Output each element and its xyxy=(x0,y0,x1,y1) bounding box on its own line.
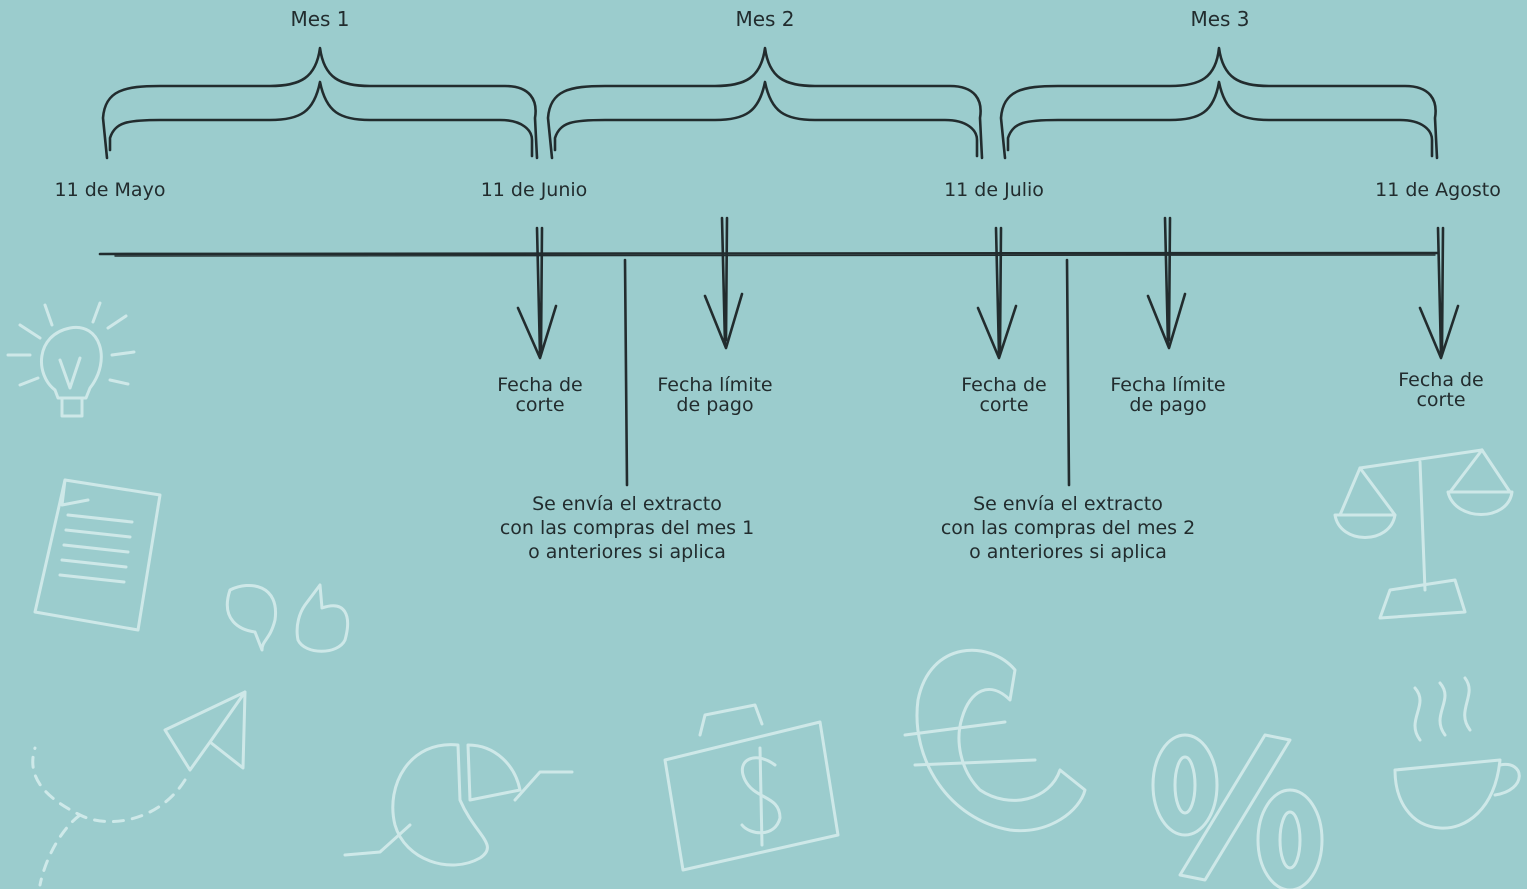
statement-note-2: Se envía el extracto con las compras del… xyxy=(928,492,1208,564)
euro-icon xyxy=(903,648,1087,833)
event-fecha-limite-pago-1: Fecha límite de pago xyxy=(645,375,785,415)
arrow-corte-1 xyxy=(516,226,558,360)
date-label-junio: 11 de Junio xyxy=(480,179,588,201)
event-line: de pago xyxy=(676,394,754,416)
event-fecha-limite-pago-2: Fecha límite de pago xyxy=(1098,375,1238,415)
arrow-corte-3 xyxy=(1418,226,1460,360)
document-icon xyxy=(33,478,162,632)
date-label-mayo: 11 de Mayo xyxy=(54,179,166,201)
arrow-pago-2 xyxy=(1146,216,1187,350)
paper-plane-icon xyxy=(31,690,247,887)
statement-line: o anteriores si aplica xyxy=(528,541,726,563)
event-line: Fecha de xyxy=(1398,369,1484,391)
date-label-julio: 11 de Julio xyxy=(944,179,1044,201)
event-line: Fecha límite xyxy=(657,374,773,396)
month-label-2: Mes 2 xyxy=(735,7,795,31)
statement-line: Se envía el extracto xyxy=(973,493,1163,515)
money-bag-icon xyxy=(663,703,840,872)
event-line: Fecha límite xyxy=(1110,374,1226,396)
arrow-corte-2 xyxy=(976,226,1018,360)
timeline-axis xyxy=(98,251,1440,256)
percent-icon xyxy=(1151,733,1324,889)
statement-divider-2 xyxy=(1065,258,1071,487)
event-fecha-corte-1: Fecha de corte xyxy=(470,375,610,415)
date-label-agosto: 11 de Agosto xyxy=(1375,179,1501,201)
statement-line: con las compras del mes 1 xyxy=(499,517,755,539)
month-label-3: Mes 3 xyxy=(1190,7,1250,31)
statement-line: Se envía el extracto xyxy=(532,493,722,515)
statement-line: con las compras del mes 2 xyxy=(940,517,1196,539)
event-line: Fecha de xyxy=(497,374,583,396)
month-label-1: Mes 1 xyxy=(290,7,350,31)
coffee-cup-icon xyxy=(1393,676,1521,830)
event-line: de pago xyxy=(1129,394,1207,416)
arrow-pago-1 xyxy=(703,216,744,350)
brace-mes-3 xyxy=(999,46,1439,160)
event-fecha-corte-3: Fecha de corte xyxy=(1371,370,1511,410)
brace-mes-1 xyxy=(101,46,539,160)
event-fecha-corte-2: Fecha de corte xyxy=(934,375,1074,415)
event-line: corte xyxy=(979,394,1029,416)
brace-mes-2 xyxy=(546,46,984,160)
statement-line: o anteriores si aplica xyxy=(969,541,1167,563)
lightbulb-icon xyxy=(6,301,136,418)
statement-note-1: Se envía el extracto con las compras del… xyxy=(487,492,767,564)
event-line: corte xyxy=(515,394,565,416)
statement-divider-1 xyxy=(623,258,629,487)
pie-chart-icon xyxy=(343,743,574,867)
scale-icon xyxy=(1333,448,1514,620)
speech-bubbles-icon xyxy=(225,583,350,653)
event-line: corte xyxy=(1416,389,1466,411)
event-line: Fecha de xyxy=(961,374,1047,396)
